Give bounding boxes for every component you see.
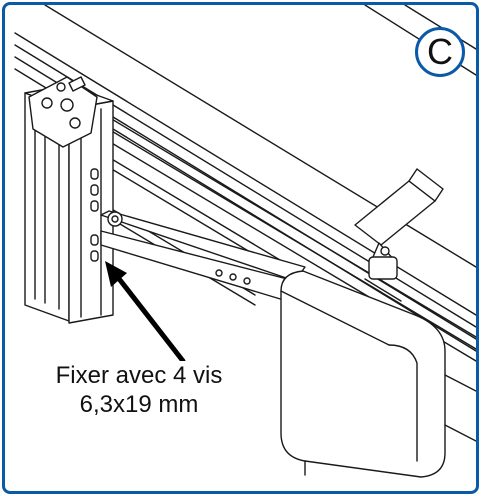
callout-line-2: 6,3x19 mm [79, 391, 199, 418]
post-slots [90, 168, 99, 262]
installation-drawing [14, 5, 476, 478]
panel-letter: C [427, 31, 453, 72]
motor-housing [280, 270, 476, 478]
operator-arm [100, 210, 306, 302]
callout-text: Fixer avec 4 vis 6,3x19 mm [19, 361, 259, 419]
top-bracket [28, 76, 98, 148]
arrow-icon [105, 261, 186, 364]
panel-label-badge: C [415, 27, 465, 77]
rail-clamp [354, 168, 444, 302]
callout-line-1: Fixer avec 4 vis [55, 362, 223, 389]
